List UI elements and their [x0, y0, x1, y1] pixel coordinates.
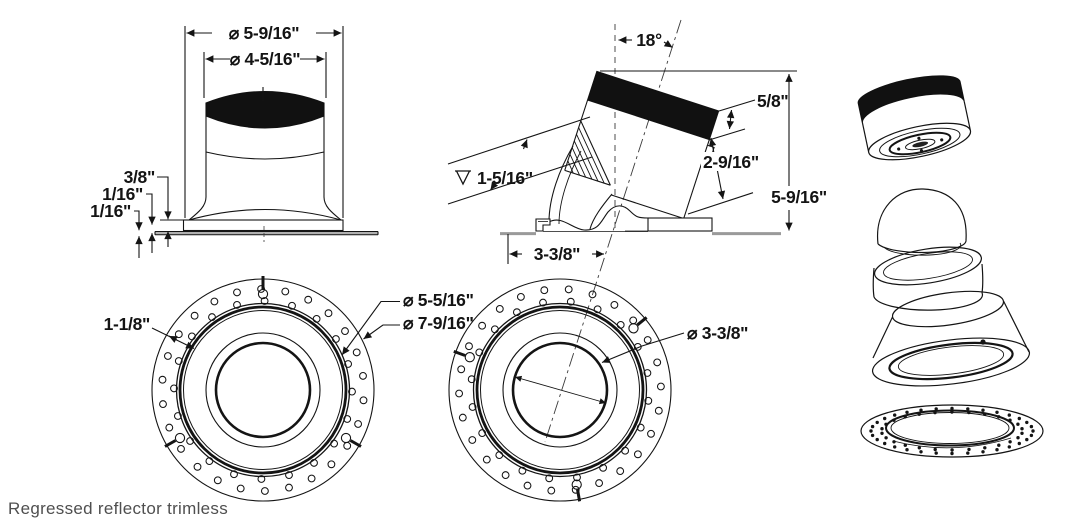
- dim-arrow: [726, 109, 735, 130]
- dim-arrow: [520, 139, 528, 150]
- exploded-view: [857, 75, 1044, 458]
- left-trim-piece: [535, 218, 551, 232]
- flange-hole-dots: [869, 406, 1035, 456]
- leader-inner-ring: [341, 300, 400, 356]
- dim-arrow: [490, 181, 499, 191]
- dim-outer-diameter: ⌀ 5-9/16": [229, 23, 300, 43]
- side-view: ⌀ 5-9/16" ⌀ 4-5/16" 3/8" 1/16" 1/16": [90, 23, 379, 258]
- ext-line: [687, 192, 754, 215]
- ext-line: [447, 156, 593, 205]
- leader-aperture: [601, 332, 685, 364]
- ceiling-plate: [155, 231, 378, 235]
- dim-arrow: [168, 335, 178, 343]
- dim-flange-width: 1-1/8": [104, 314, 150, 334]
- dim-body-extension: 2-9/16": [703, 152, 759, 172]
- trimless-flange-bottom-view: 1-1/8" ⌀ 5-5/16" ⌀ 7-9/16": [104, 276, 474, 502]
- dim-overall-height: 5-9/16": [771, 187, 827, 207]
- leader-outer-flange: [363, 324, 400, 340]
- trim-flange: [182, 219, 344, 232]
- ext-line: [447, 116, 591, 165]
- collar-ring: [872, 246, 984, 311]
- depth-symbol: [455, 170, 471, 186]
- adapter-dome: [877, 188, 967, 256]
- leader-flange-height: [157, 176, 172, 220]
- dim-aperture-offset: 3-3/8": [534, 244, 580, 264]
- reflector-cone: [871, 290, 1031, 387]
- aperture-diameter-line: [514, 375, 607, 405]
- aperture-ring: [511, 341, 609, 439]
- leader-trim-reveal: [134, 210, 143, 231]
- ext-line: [708, 128, 746, 141]
- tilted-module: [564, 70, 720, 220]
- led-connector: [912, 141, 929, 148]
- flange-outer-edge: [860, 404, 1044, 458]
- heatsink-cap: [857, 75, 965, 124]
- ext-line: [718, 99, 756, 112]
- fin-hatch: [567, 127, 605, 184]
- dim-aperture-diameter: ⌀ 3-3/8": [687, 323, 748, 343]
- leader-plate-thickness: [146, 193, 156, 225]
- set-screw: [980, 339, 986, 345]
- heatsink-cap: [205, 90, 325, 129]
- tilt-centerline: [544, 19, 682, 443]
- drawing-caption: Regressed reflector trimless: [8, 499, 228, 518]
- aperture-bottom-view: ⌀ 3-3/8": [448, 278, 748, 502]
- dim-arrow: [663, 40, 673, 48]
- dim-flange-height: 3/8": [124, 167, 155, 187]
- trim-ring: [475, 305, 645, 475]
- tilt-section-view: 18° 5/8" 2-9/16" 5-9/16" 1-5/16" 3-3/8": [447, 19, 827, 443]
- trim-ring: [178, 305, 348, 475]
- right-flange-block: [647, 217, 713, 232]
- flange-holes: [158, 285, 368, 495]
- flange-ring: [860, 404, 1044, 458]
- mounting-screws: [164, 276, 362, 448]
- mounting-screws: [453, 316, 648, 502]
- light-module: [857, 75, 972, 161]
- flange-holes: [455, 285, 665, 495]
- dim-inner-ring-diameter: ⌀ 5-5/16": [403, 290, 474, 310]
- dim-cap-height: 5/8": [757, 91, 788, 111]
- dim-tilt-angle: 18°: [636, 30, 662, 50]
- flange-outer-edge: [151, 278, 375, 502]
- dim-inner-diameter: ⌀ 4-5/16": [230, 49, 301, 69]
- aperture-ring: [214, 341, 312, 439]
- flange-outer-edge: [448, 278, 672, 502]
- dim-outer-flange-diameter: ⌀ 7-9/16": [403, 313, 474, 333]
- heatsink-cap: [586, 70, 720, 141]
- dim-trim-reveal: 1/16": [90, 201, 131, 221]
- dim-plate-thickness: 1/16": [102, 184, 143, 204]
- dim-regression-depth: 1-5/16": [477, 168, 533, 188]
